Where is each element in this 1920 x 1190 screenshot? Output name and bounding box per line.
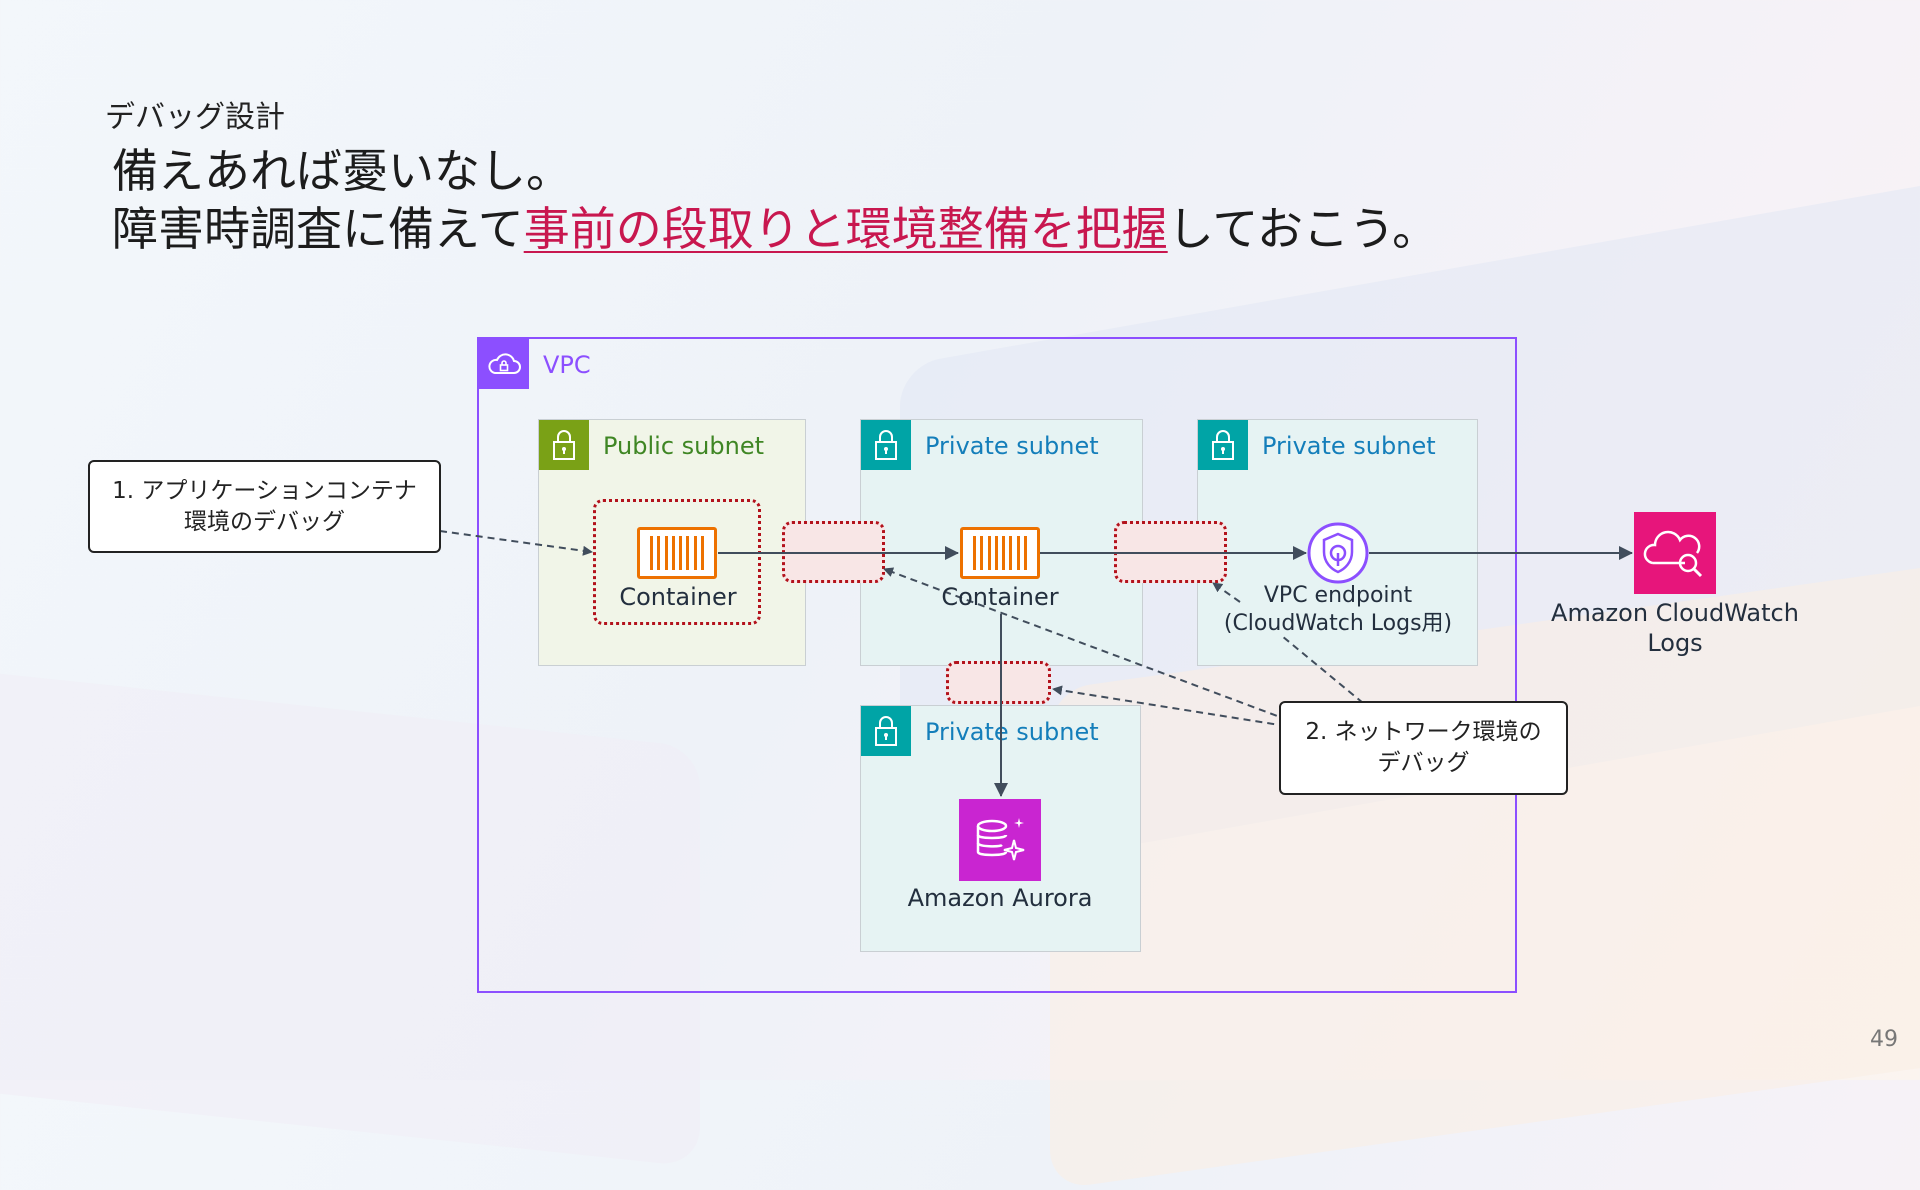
lock-icon <box>861 420 911 470</box>
section-label: デバッグ設計 <box>105 100 285 135</box>
container-icon <box>637 527 717 579</box>
callout-app-line2: 環境のデバッグ <box>184 508 345 535</box>
vpc-endpoint-label-line2: (CloudWatch Logs用) <box>1223 611 1453 636</box>
cloudwatch-label: Amazon CloudWatch Logs <box>1535 598 1815 658</box>
vpc-group: VPC <box>477 337 1517 993</box>
callout-app-line1: 1. アプリケーションコンテナ <box>112 477 417 504</box>
cloudwatch-logs-icon <box>1634 512 1716 594</box>
aurora-database-icon <box>959 799 1041 881</box>
headline-line-2: 障害時調査に備えて事前の段取りと環境整備を把握しておこう。 <box>112 200 1438 258</box>
lock-icon <box>1198 420 1248 470</box>
cloudwatch-label-line1: Amazon CloudWatch <box>1551 599 1799 627</box>
private-subnet-db-title: Private subnet <box>925 718 1099 746</box>
headline-highlight: 事前の段取りと環境整備を把握 <box>523 202 1168 256</box>
callout-network-line1: 2. ネットワーク環境の <box>1305 719 1542 745</box>
callout-network-debug: 2. ネットワーク環境の デバッグ <box>1279 701 1568 795</box>
headline-line-2-post: しておこう。 <box>1167 202 1439 256</box>
container-icon <box>960 527 1040 579</box>
private-subnet-app-title: Private subnet <box>925 432 1099 460</box>
vpc-endpoint-label-line1: VPC endpoint <box>1263 583 1413 608</box>
private-subnet-endpoint-title: Private subnet <box>1262 432 1436 460</box>
vpc-endpoint-shield-icon <box>1307 522 1369 584</box>
connector-lines <box>439 530 1633 797</box>
aurora-label: Amazon Aurora <box>907 884 1093 912</box>
callout-app-debug: 1. アプリケーションコンテナ 環境のデバッグ <box>88 460 441 553</box>
container-private-label: Container <box>941 583 1059 611</box>
vpc-endpoint-label: VPC endpoint (CloudWatch Logs用) <box>1218 582 1458 638</box>
lock-icon <box>861 706 911 756</box>
vpc-cloud-icon <box>479 339 529 389</box>
public-subnet-title: Public subnet <box>603 432 764 460</box>
lock-icon <box>539 420 589 470</box>
cloudwatch-label-line2: Logs <box>1647 629 1703 657</box>
headline-line-2-pre: 障害時調査に備えて <box>112 202 524 256</box>
debug-box-network-3 <box>946 661 1051 704</box>
callout-network-line2: デバッグ <box>1377 750 1470 776</box>
headline-line-1: 備えあれば憂いなし。 <box>112 144 572 198</box>
private-subnet-endpoint: Private subnet <box>1197 419 1478 666</box>
vpc-label: VPC <box>543 351 591 379</box>
headline: 備えあれば憂いなし。 障害時調査に備えて事前の段取りと環境整備を把握しておこう。 <box>112 142 1438 258</box>
container-public-label: Container <box>619 583 737 611</box>
debug-box-app-container <box>593 499 761 625</box>
page-number: 49 <box>1870 1027 1898 1052</box>
